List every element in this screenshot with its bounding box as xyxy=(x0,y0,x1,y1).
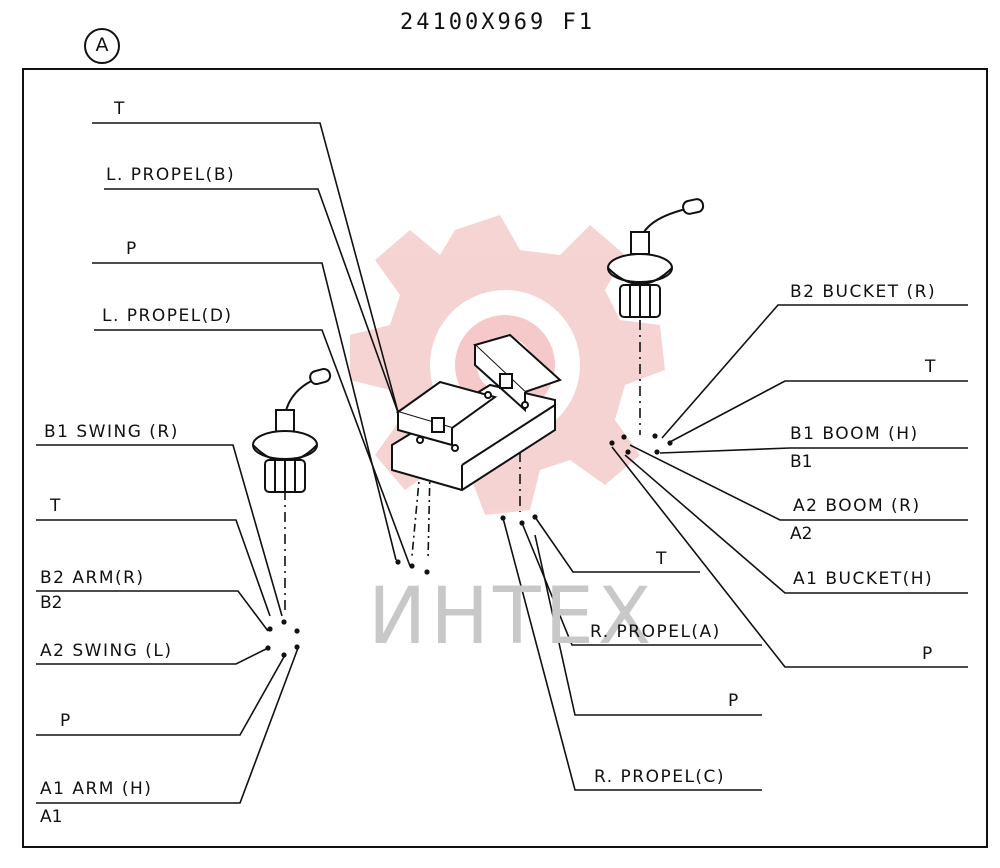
label-b2-bucket-r: B2 BUCKET (R) xyxy=(790,282,937,302)
drawing-number: 24100X969 F1 xyxy=(400,10,595,35)
left-joystick-icon xyxy=(252,367,332,493)
label-t-right: T xyxy=(925,357,937,377)
label-p-top: P xyxy=(126,239,138,259)
label-t-top: T xyxy=(114,99,126,119)
view-label: A xyxy=(84,28,120,64)
label-b2-sub: B2 xyxy=(40,593,63,613)
label-b1-boom-h: B1 BOOM (H) xyxy=(790,424,919,444)
label-b2-arm-r: B2 ARM(R) xyxy=(40,568,145,588)
label-a1-arm-h: A1 ARM (H) xyxy=(40,779,153,799)
label-a2-boom-r: A2 BOOM (R) xyxy=(793,496,921,516)
label-t-bottom: T xyxy=(656,549,668,569)
label-t-left: T xyxy=(50,496,62,516)
watermark-text: ИНТЕХ xyxy=(368,572,656,662)
right-joystick-icon xyxy=(607,198,705,318)
diagram-frame xyxy=(22,68,988,848)
label-a2-swing-l: A2 SWING (L) xyxy=(40,641,173,661)
label-p-right: P xyxy=(922,644,934,664)
port-dots xyxy=(265,433,673,658)
label-l-propel-d: L. PROPEL(D) xyxy=(102,306,233,326)
label-b1-sub: B1 xyxy=(790,452,813,472)
label-p-left: P xyxy=(60,711,72,731)
label-a1-bucket-h: A1 BUCKET(H) xyxy=(793,569,934,589)
label-b1-swing-r: B1 SWING (R) xyxy=(44,422,179,442)
label-r-propel-c: R. PROPEL(C) xyxy=(594,767,726,787)
label-a2-sub: A2 xyxy=(790,524,813,544)
label-a1-sub: A1 xyxy=(40,807,63,827)
label-l-propel-b: L. PROPEL(B) xyxy=(106,165,236,185)
label-r-propel-a: R. PROPEL(A) xyxy=(590,622,721,642)
label-p-bottom: P xyxy=(728,691,740,711)
travel-pedal-block-icon xyxy=(391,333,562,492)
